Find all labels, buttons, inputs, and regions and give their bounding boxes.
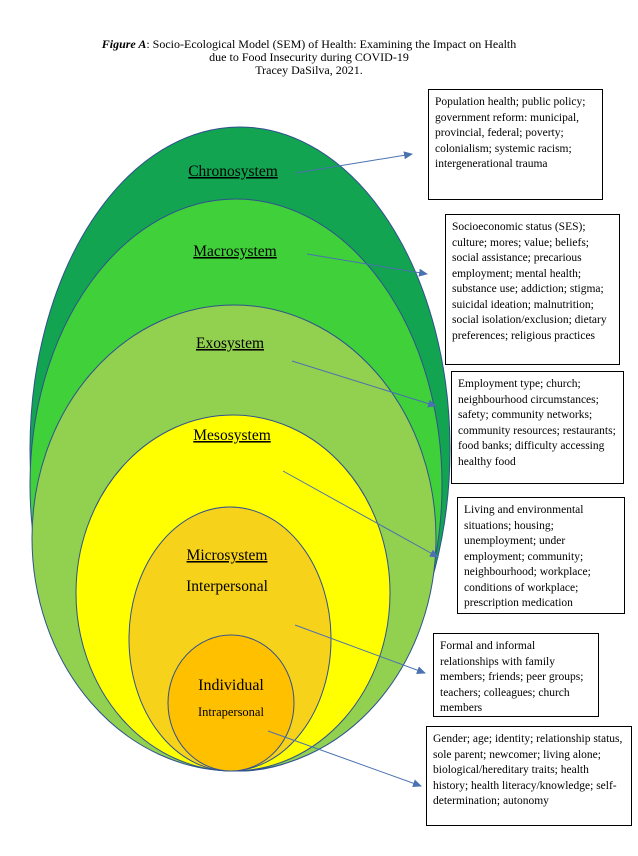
mesosystem-box: Living and environmental situations; hou… [457, 497, 625, 614]
figure-title-line-2: due to Food Insecurity during COVID-19 [209, 50, 409, 64]
individual-box: Gender; age; identity; relationship stat… [426, 726, 632, 826]
exosystem-box: Employment type; church; neighbourhood c… [451, 371, 624, 484]
mesosystem-label: Mesosystem [193, 427, 271, 444]
intrapersonal-label: Intrapersonal [198, 705, 264, 719]
figure-label: Figure A [101, 37, 147, 51]
exosystem-label: Exosystem [196, 335, 264, 352]
exosystem-arrow [291, 360, 437, 408]
figure-title-line-1: Figure A: Socio-Ecological Model (SEM) o… [0, 38, 618, 51]
microsystem-label: Microsystem [187, 547, 268, 564]
mesosystem-arrow [282, 470, 439, 558]
figure-author: Tracey DaSilva, 2021. [255, 63, 363, 77]
chronosystem-label: Chronosystem [188, 163, 278, 180]
microsystem-box: Formal and informal relationships with f… [433, 633, 599, 717]
individual-ellipse [167, 634, 295, 772]
macrosystem-box: Socioeconomic status (SES); culture; mor… [445, 214, 620, 365]
microsystem-arrow [294, 624, 426, 674]
figure-header: Figure A: Socio-Ecological Model (SEM) o… [0, 38, 618, 77]
individual-arrow [267, 730, 422, 788]
macrosystem-arrow [306, 253, 428, 277]
macrosystem-label: Macrosystem [193, 243, 277, 260]
chronosystem-arrow [295, 151, 413, 174]
chronosystem-box: Population health; public policy; govern… [428, 89, 603, 200]
individual-label: Individual [198, 677, 264, 694]
interpersonal-label: Interpersonal [186, 578, 268, 595]
figure-title: : Socio-Ecological Model (SEM) of Health… [146, 37, 517, 51]
